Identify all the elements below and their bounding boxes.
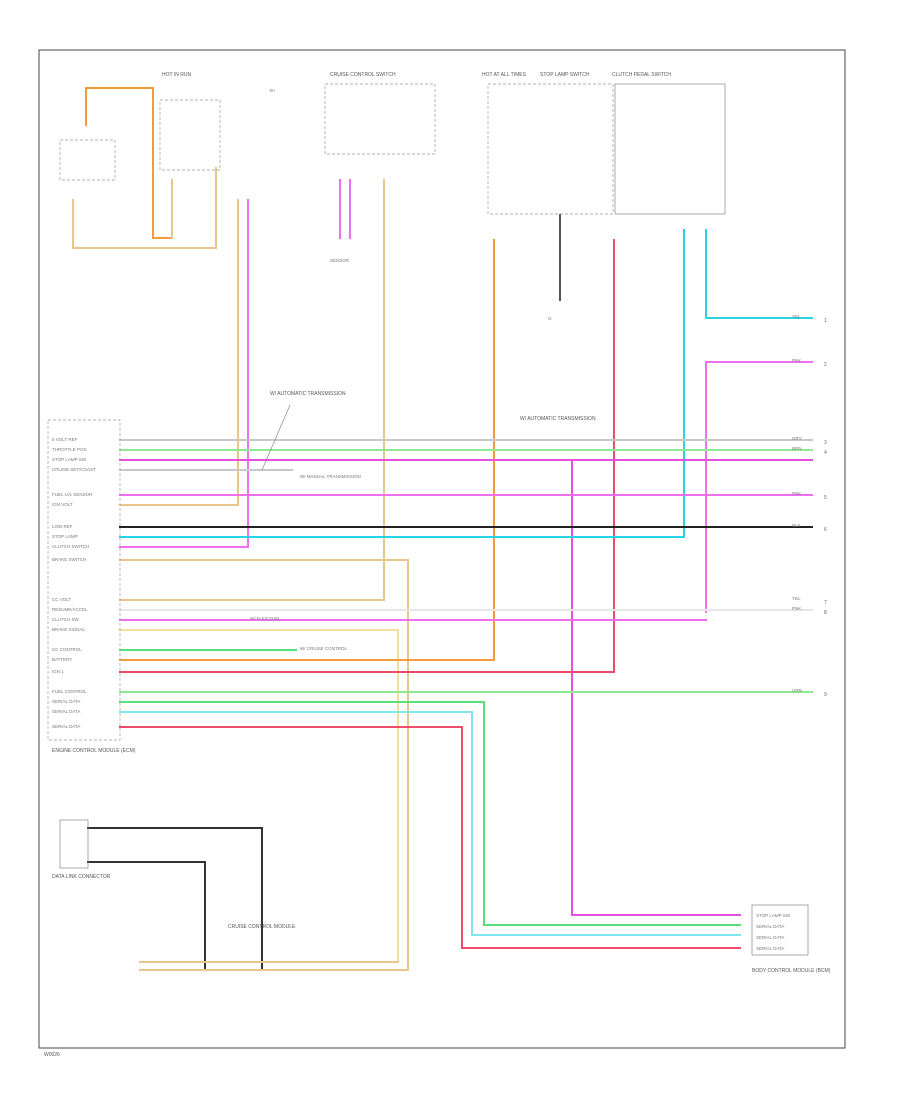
wire-tan-bottom — [139, 961, 409, 971]
wire-yellow-h — [119, 629, 399, 963]
left-pin-label: BRAKE SIGNAL — [52, 627, 86, 632]
ground-label: G — [548, 316, 552, 321]
right-edge-labels: YEL PNK GRY BRN PNK BLK YEL PNK GRN 1 2 3 4 5 6 7 8 9 — [792, 314, 827, 698]
left-pin-label: IGN VOLT — [52, 502, 73, 507]
top-left-component-group: HOT IN RUN B+ — [59, 72, 276, 249]
top-component-label-3: HOT AT ALL TIMES — [482, 72, 527, 78]
annotation-auto-trans-1: W/ AUTOMATIC TRANSMISSION — [270, 391, 346, 397]
left-pin-label: STOP LAMP SW — [52, 457, 87, 462]
diagram-frame — [38, 49, 846, 1049]
wire-pink-right — [705, 361, 813, 613]
right-edge-ref: 7 — [824, 600, 827, 606]
left-pin-label: THROTTLE POS — [52, 447, 87, 452]
right-edge-ref: 5 — [824, 495, 827, 501]
right-module-box — [751, 904, 809, 956]
horizontal-wires — [119, 439, 813, 971]
wire-cyan-bcm — [119, 711, 741, 936]
left-pin-label: CRUISE SET/COAST — [52, 467, 96, 472]
right-pin-label: SERIAL DATA — [756, 935, 784, 940]
right-edge-ref: 9 — [824, 692, 827, 698]
annotation-leader — [261, 404, 291, 471]
wire-tan-h2 — [119, 559, 409, 971]
wire-black-dlc — [87, 827, 263, 971]
top-middle-component-group: CRUISE CONTROL SWITCH SENSOR — [324, 72, 436, 263]
left-pin-label: CC VOLT — [52, 597, 71, 602]
left-pin-label: BRAKE SWITCH — [52, 557, 86, 562]
right-edge-ref: 6 — [824, 527, 827, 533]
annotation-auto-trans-2: W/ AUTOMATIC TRANSMISSION — [520, 416, 596, 422]
top-component-label-1: HOT IN RUN — [162, 72, 191, 78]
left-pin-label: SERIAL DATA — [52, 699, 80, 704]
annotation-cruise: W/ CRUISE CONTROL — [300, 646, 347, 651]
right-pin-labels: STOP LAMP SW SERIAL DATA SERIAL DATA SERIAL… — [756, 913, 791, 951]
right-edge-wire-label: GRY — [792, 436, 802, 441]
annotation-manual-trans: W/ MANUAL TRANSMISSION — [300, 474, 361, 479]
dlc-connector — [59, 819, 89, 869]
right-edge-wire-label: PNK — [792, 491, 801, 496]
wire-magenta-vertical — [571, 459, 741, 916]
wire-orange-top — [85, 87, 173, 239]
vertical-label-a: B+ — [270, 88, 276, 93]
left-module-box — [47, 419, 121, 741]
right-pin-label: SERIAL DATA — [756, 924, 784, 929]
bottom-left-component: DATA LINK CONNECTOR — [52, 819, 409, 971]
sensor-label: SENSOR — [330, 258, 350, 263]
right-edge-wire-label: PNK — [792, 606, 801, 611]
relay-box-1 — [159, 99, 221, 171]
top-component-label-5: CLUTCH PEDAL SWITCH — [612, 72, 671, 78]
bottom-mid-label: CRUISE CONTROL MODULE — [228, 924, 296, 930]
left-pin-label: CLUTCH SWITCH — [52, 544, 89, 549]
right-edge-ref: 3 — [824, 440, 827, 446]
right-edge-wire-label: YEL — [792, 314, 801, 319]
left-pin-label: CC CONTROL — [52, 647, 82, 652]
right-module: STOP LAMP SW SERIAL DATA SERIAL DATA SERIAL… — [751, 904, 831, 974]
right-edge-ref: 2 — [824, 362, 827, 368]
left-pin-label: SERIAL DATA — [52, 709, 80, 714]
right-edge-wire-label: BLK — [792, 523, 801, 528]
switch-box-2 — [324, 83, 436, 155]
left-pin-label: FUEL LVL SENSOR — [52, 492, 93, 497]
right-edge-wire-label: BRN — [792, 446, 802, 451]
right-module-title: BODY CONTROL MODULE (BCM) — [752, 968, 831, 974]
switch-box-3 — [487, 83, 614, 215]
left-pin-label: IGN 1 — [52, 669, 64, 674]
left-pin-labels: 5 VOLT REF THROTTLE POS STOP LAMP SW CRUISE… — [52, 437, 96, 729]
left-pin-label: BATTERY — [52, 657, 72, 662]
top-component-label-4: STOP LAMP SWITCH — [540, 72, 590, 78]
left-pin-label: CLUTCH SW — [52, 617, 80, 622]
footer-code: W0026 — [44, 1052, 60, 1058]
right-edge-wire-label: PNK — [792, 358, 801, 363]
left-pin-label: LOW REF — [52, 524, 73, 529]
top-right-component-group: HOT AT ALL TIMES STOP LAMP SWITCH CLUTCH… — [482, 72, 726, 321]
left-pin-label: FUEL CONTROL — [52, 689, 87, 694]
right-pin-label: STOP LAMP SW — [756, 913, 791, 918]
right-edge-ref: 8 — [824, 610, 827, 616]
wire-green-bcm — [119, 701, 741, 926]
right-edge-ref: 1 — [824, 318, 827, 324]
annotation-flex-fuel: W/ FLEX FUEL — [250, 616, 281, 621]
bcm-module-top — [614, 83, 726, 215]
left-pin-label: SERIAL DATA — [52, 724, 80, 729]
wire-cyan-vertical-2 — [705, 229, 813, 319]
left-pin-label: 5 VOLT REF — [52, 437, 78, 442]
right-edge-ref: 4 — [824, 450, 827, 456]
left-pin-label: STOP LAMP — [52, 534, 78, 539]
left-module: 5 VOLT REF THROTTLE POS STOP LAMP SW CRUISE… — [47, 419, 136, 754]
left-pin-label: RESUME/ACCEL — [52, 607, 88, 612]
right-edge-wire-label: YEL — [792, 596, 801, 601]
switch-box-1 — [59, 139, 116, 181]
dlc-label: DATA LINK CONNECTOR — [52, 874, 111, 880]
wire-red-bcm — [119, 726, 741, 949]
wire-tan-top-left — [72, 167, 217, 249]
wire-pink-mid-left — [339, 179, 351, 239]
right-edge-wire-label: GRN — [792, 688, 802, 693]
left-module-title: ENGINE CONTROL MODULE (ECM) — [52, 748, 136, 754]
top-component-label-2: CRUISE CONTROL SWITCH — [330, 72, 396, 78]
right-pin-label: SERIAL DATA — [756, 946, 784, 951]
